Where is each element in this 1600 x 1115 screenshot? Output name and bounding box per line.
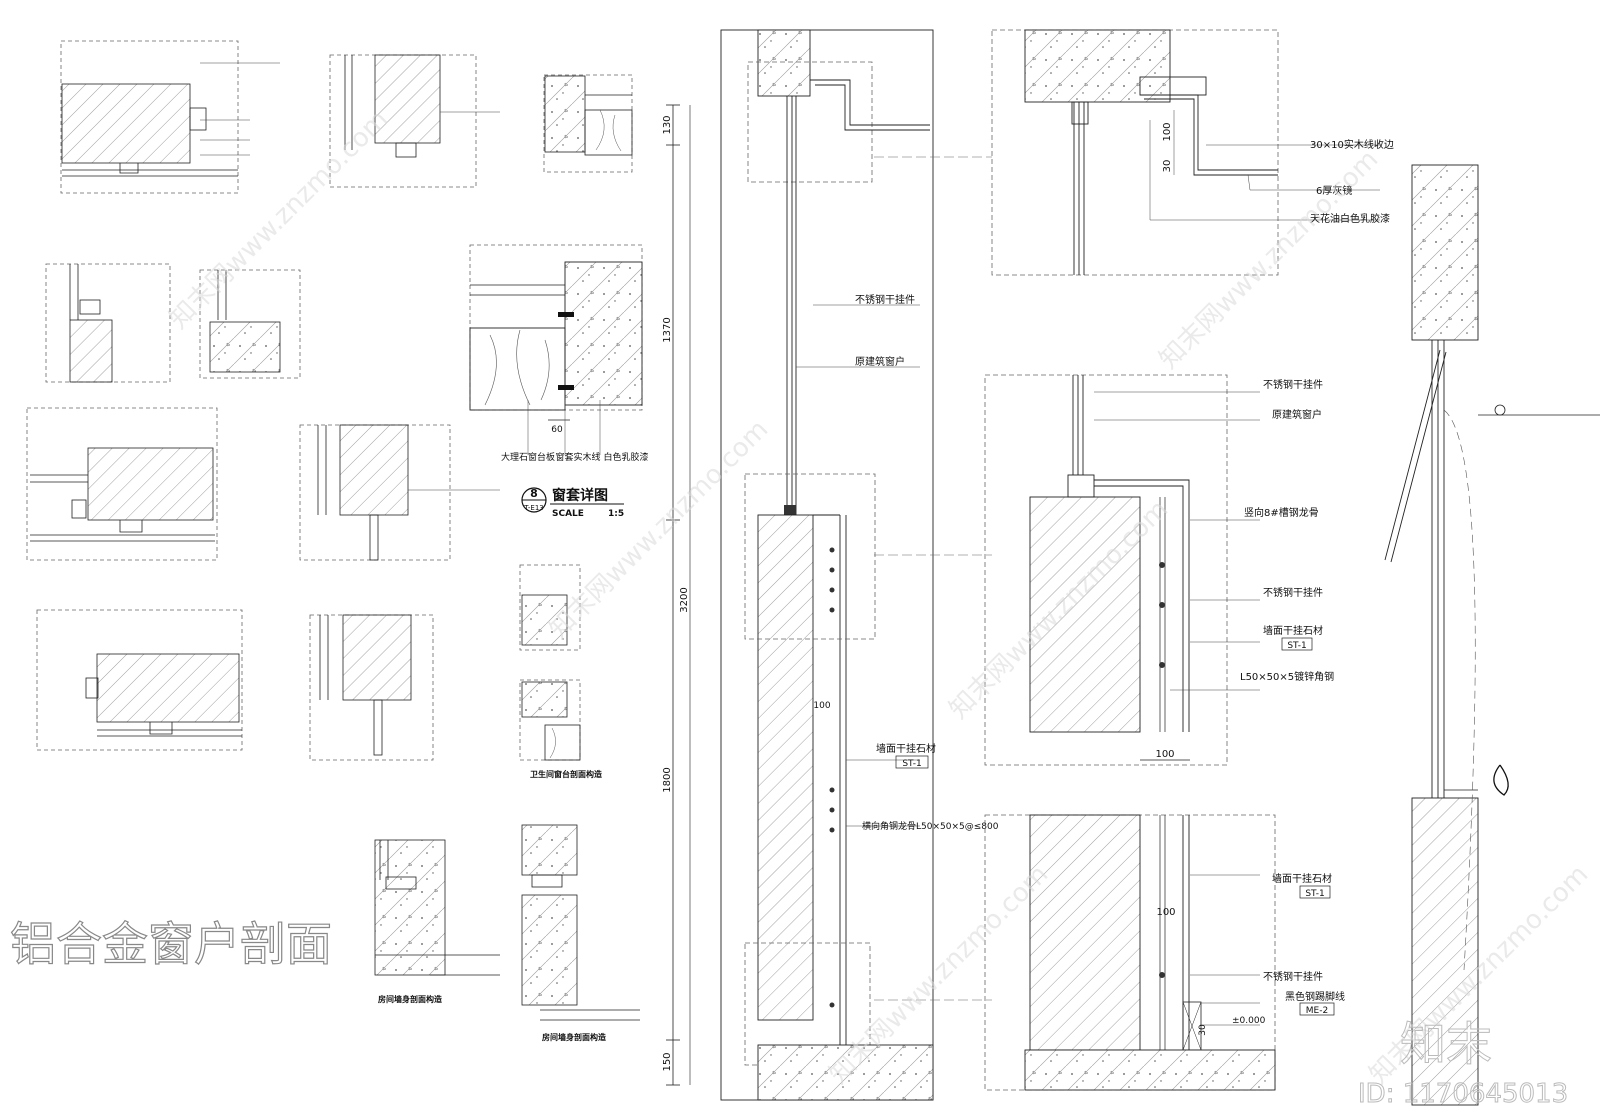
dim-3200: 3200 bbox=[679, 587, 690, 612]
label-wall-stone-1: 墙面干挂石材 bbox=[876, 742, 936, 755]
detail-room-wall-1: 房间墙身剖面构造 bbox=[374, 839, 500, 1004]
detail-room-wall-2: 房间墙身剖面构造 bbox=[521, 824, 640, 1042]
detail-ref: T-E13 bbox=[523, 504, 544, 512]
label-angle-steel: 横向角钢龙骨L50×50×5@≤800 bbox=[862, 820, 999, 832]
window-detail-title-block: 8 T-E13 窗套详图 SCALE 1:5 bbox=[521, 487, 624, 519]
room-wall-title-2: 房间墙身剖面构造 bbox=[542, 1032, 606, 1042]
detail-sill-small bbox=[543, 74, 633, 173]
label-wall-stone-3: 墙面干挂石材 bbox=[1272, 872, 1332, 885]
detail-open-window bbox=[1384, 164, 1600, 1106]
label-marble-sill: 大理石窗台板 bbox=[501, 451, 555, 463]
dim-150: 150 bbox=[662, 1052, 673, 1071]
detail-sill-anchor: 不锈钢干挂件 原建筑窗户 竖向8#槽钢龙骨 不锈钢干挂件 墙面干挂石材 ST-1… bbox=[984, 374, 1334, 766]
detail-left-3 bbox=[199, 269, 301, 379]
dim-30-skirting: 30 bbox=[1198, 1024, 1208, 1036]
label-st1-c: ST-1 bbox=[1305, 889, 1324, 899]
dim-100-skirting: 100 bbox=[1156, 907, 1175, 918]
label-latex: 白色乳胶漆 bbox=[603, 451, 648, 463]
logo: 知末 bbox=[1400, 1017, 1492, 1071]
label-stainless-hanger-2: 不锈钢干挂件 bbox=[1263, 378, 1323, 391]
detail-left-5 bbox=[36, 609, 243, 751]
label-galv-angle: L50×50×5镀锌角钢 bbox=[1240, 670, 1334, 683]
dim-1370: 1370 bbox=[662, 317, 673, 342]
dim-130: 130 bbox=[662, 115, 673, 134]
detail-window-sill-large: 60 大理石窗台板 窗套实木线 白色乳胶漆 bbox=[469, 244, 649, 463]
detail-number: 8 bbox=[530, 487, 538, 500]
label-stainless-hanger-1: 不锈钢干挂件 bbox=[855, 293, 915, 306]
detail-skirting: 墙面干挂石材 ST-1 不锈钢干挂件 黑色钢踢脚线 ME-2 ±0.000 10… bbox=[984, 814, 1345, 1091]
watermark-text: 知末网www.znzmo.com bbox=[544, 414, 775, 645]
watermark-text: 知末网www.znzmo.com bbox=[164, 104, 395, 335]
label-mirror: 6厚灰镜 bbox=[1316, 184, 1352, 197]
scale-value: 1:5 bbox=[608, 509, 624, 519]
label-skirting: 黑色钢踢脚线 bbox=[1285, 990, 1345, 1003]
bath-sill-title: 卫生间窗台剖面构造 bbox=[530, 769, 602, 779]
label-st1-b: ST-1 bbox=[1287, 641, 1306, 651]
dim-100-sill: 100 bbox=[1155, 749, 1174, 760]
label-me2: ME-2 bbox=[1306, 1006, 1328, 1016]
label-stainless-hanger-3: 不锈钢干挂件 bbox=[1263, 586, 1323, 599]
label-wood-line: 窗套实木线 bbox=[555, 451, 600, 463]
vertical-dimensions: 130 1370 3200 1800 150 bbox=[662, 104, 691, 1086]
dim-100-ceiling: 100 bbox=[1162, 122, 1173, 141]
detail-mid-2 bbox=[299, 424, 500, 561]
watermark-text: 知末网www.znzmo.com bbox=[824, 859, 1055, 1090]
detail-top-middle bbox=[329, 54, 500, 188]
detail-top-left bbox=[60, 40, 280, 194]
dim-100-main: 100 bbox=[813, 701, 830, 711]
dim-1800: 1800 bbox=[662, 767, 673, 792]
detail-left-4 bbox=[26, 407, 218, 561]
label-stainless-hanger-4: 不锈钢干挂件 bbox=[1263, 970, 1323, 983]
scale-label: SCALE bbox=[552, 509, 584, 519]
label-wall-stone-2: 墙面干挂石材 bbox=[1263, 624, 1323, 637]
watermark-text: 知末网www.znzmo.com bbox=[1154, 144, 1385, 375]
label-ceiling-paint: 天花油白色乳胶漆 bbox=[1310, 212, 1390, 225]
room-wall-title-1: 房间墙身剖面构造 bbox=[378, 994, 442, 1004]
label-original-window-2: 原建筑窗户 bbox=[1272, 408, 1322, 421]
label-level: ±0.000 bbox=[1232, 1016, 1266, 1026]
sheet-title: 铝合金窗户剖面 bbox=[10, 917, 332, 971]
dim-30-ceiling: 30 bbox=[1162, 160, 1173, 173]
detail-mid-3 bbox=[309, 614, 434, 761]
id-label: ID: 1170645013 bbox=[1358, 1079, 1568, 1109]
label-original-window: 原建筑窗户 bbox=[855, 355, 905, 368]
label-wood-line: 30×10实木线收边 bbox=[1310, 138, 1394, 151]
detail-left-2 bbox=[45, 263, 171, 383]
dim-60: 60 bbox=[551, 425, 563, 435]
label-channel-keel: 竖向8#槽钢龙骨 bbox=[1244, 506, 1319, 519]
detail-ceiling-edge: 100 30 30×10实木线收边 6厚灰镜 天花油白色乳胶漆 bbox=[991, 29, 1394, 276]
main-wall-section: 不锈钢干挂件 原建筑窗户 墙面干挂石材 ST-1 横向角钢龙骨L50×50×5@… bbox=[720, 29, 999, 1101]
detail-title: 窗套详图 bbox=[552, 487, 608, 504]
label-st1-a: ST-1 bbox=[902, 759, 921, 769]
detail-bath-sill: 卫生间窗台剖面构造 bbox=[519, 564, 602, 779]
